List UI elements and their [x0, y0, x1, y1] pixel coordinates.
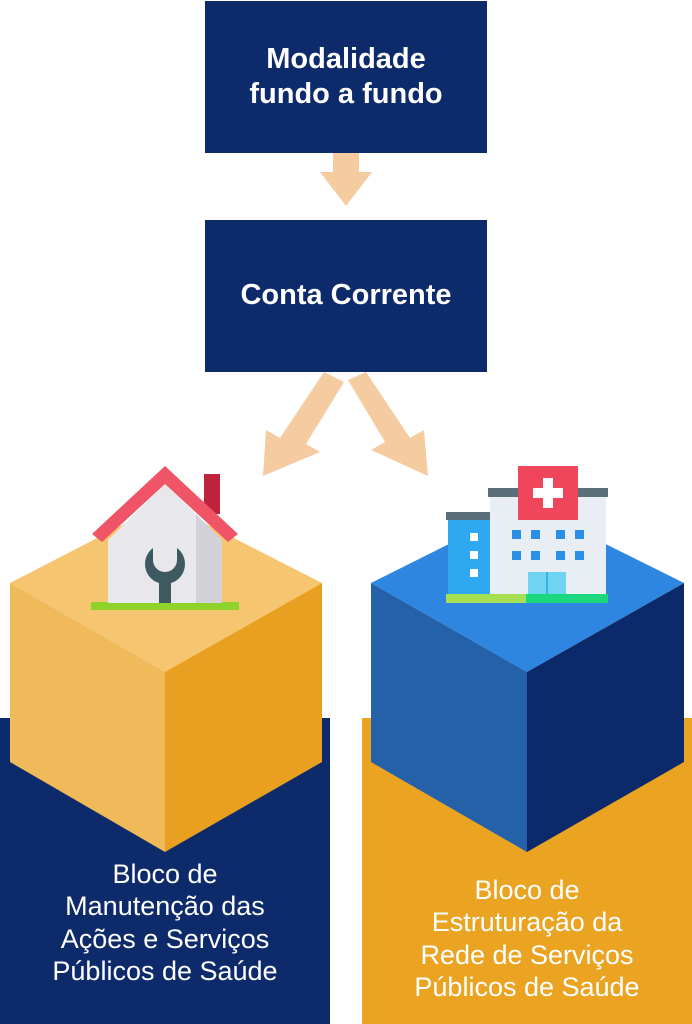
right-branch-arrow — [348, 372, 428, 476]
right-cube-left-face — [371, 583, 527, 852]
conta-corrente-box: Conta Corrente — [205, 220, 487, 372]
block-maintenance-label: Bloco de Manutenção das Ações e Serviços… — [52, 859, 278, 987]
left-cube-left-face — [10, 583, 165, 852]
left-cube-right-face — [165, 583, 322, 852]
down-arrow — [320, 153, 372, 206]
block-structuring-label: Bloco de Estruturação da Rede de Serviço… — [414, 875, 640, 1003]
hospital-building-icon — [446, 466, 608, 603]
right-cube-right-face — [527, 583, 684, 852]
left-branch-arrow — [263, 372, 344, 476]
modalidade-box: Modalidade fundo a fundo — [205, 1, 487, 153]
house-wrench-icon — [91, 466, 239, 610]
